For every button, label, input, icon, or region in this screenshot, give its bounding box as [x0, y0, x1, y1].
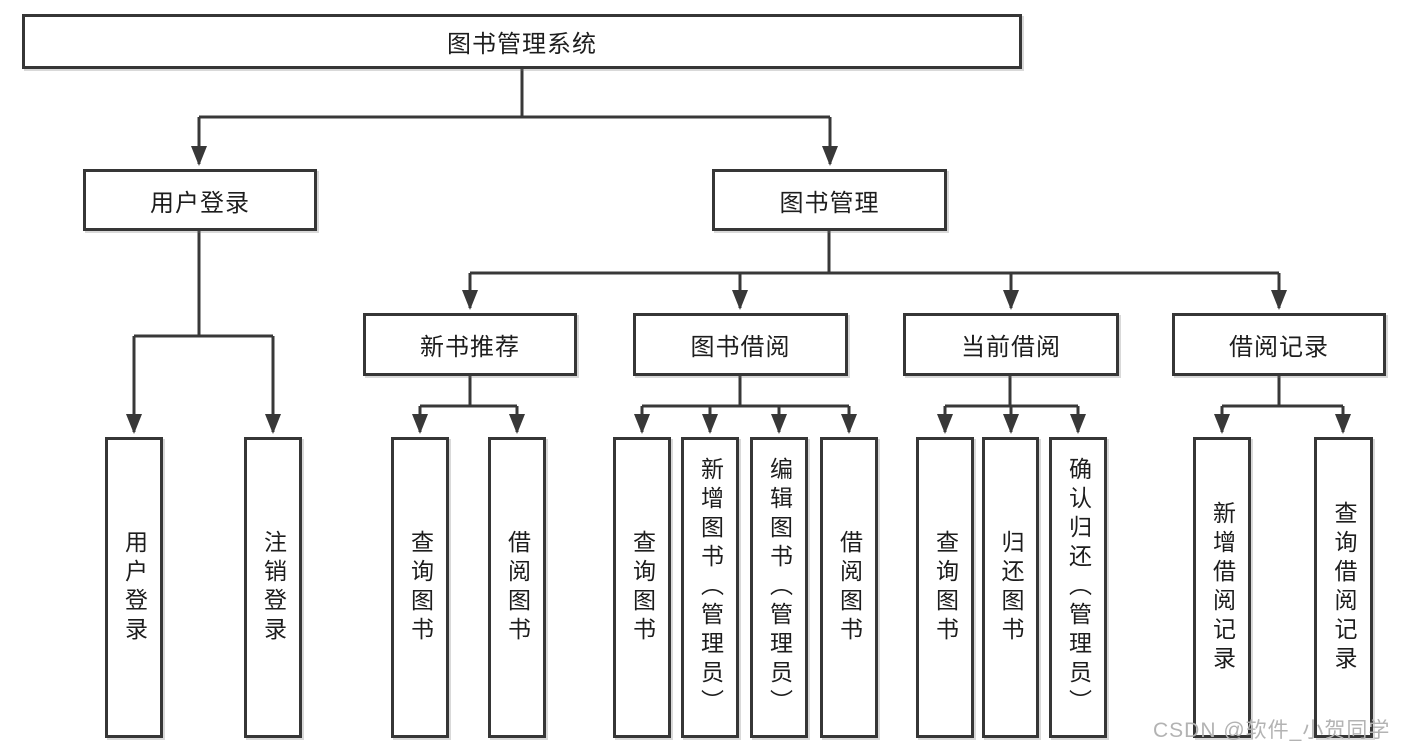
leaf-return-book: 归还图书 [982, 437, 1039, 738]
leaf-query-borrow-record: 查询借阅记录 [1314, 437, 1373, 738]
node-book-borrowing: 图书借阅 [633, 313, 848, 376]
leaf-edit-book-admin: 编辑图书（管理员） [750, 437, 808, 738]
leaf-query-books-2: 查询图书 [613, 437, 671, 738]
watermark: CSDN @软件_小贺同学 [1153, 719, 1391, 742]
node-borrowing-records: 借阅记录 [1172, 313, 1386, 376]
leaf-borrow-books-1: 借阅图书 [488, 437, 546, 738]
leaf-logout: 注销登录 [244, 437, 302, 738]
node-current-borrowing: 当前借阅 [903, 313, 1119, 376]
leaf-user-login: 用户登录 [105, 437, 163, 738]
leaf-borrow-books-2: 借阅图书 [820, 437, 878, 738]
leaf-confirm-return-admin: 确认归还（管理员） [1049, 437, 1107, 738]
leaf-add-borrow-record: 新增借阅记录 [1193, 437, 1251, 738]
leaf-query-books-3: 查询图书 [916, 437, 974, 738]
node-root-system: 图书管理系统 [22, 14, 1022, 69]
node-new-book-recommend: 新书推荐 [363, 313, 577, 376]
leaf-query-books-1: 查询图书 [391, 437, 449, 738]
leaf-add-book-admin: 新增图书（管理员） [681, 437, 739, 738]
node-user-login: 用户登录 [83, 169, 317, 231]
node-book-management: 图书管理 [712, 169, 947, 231]
